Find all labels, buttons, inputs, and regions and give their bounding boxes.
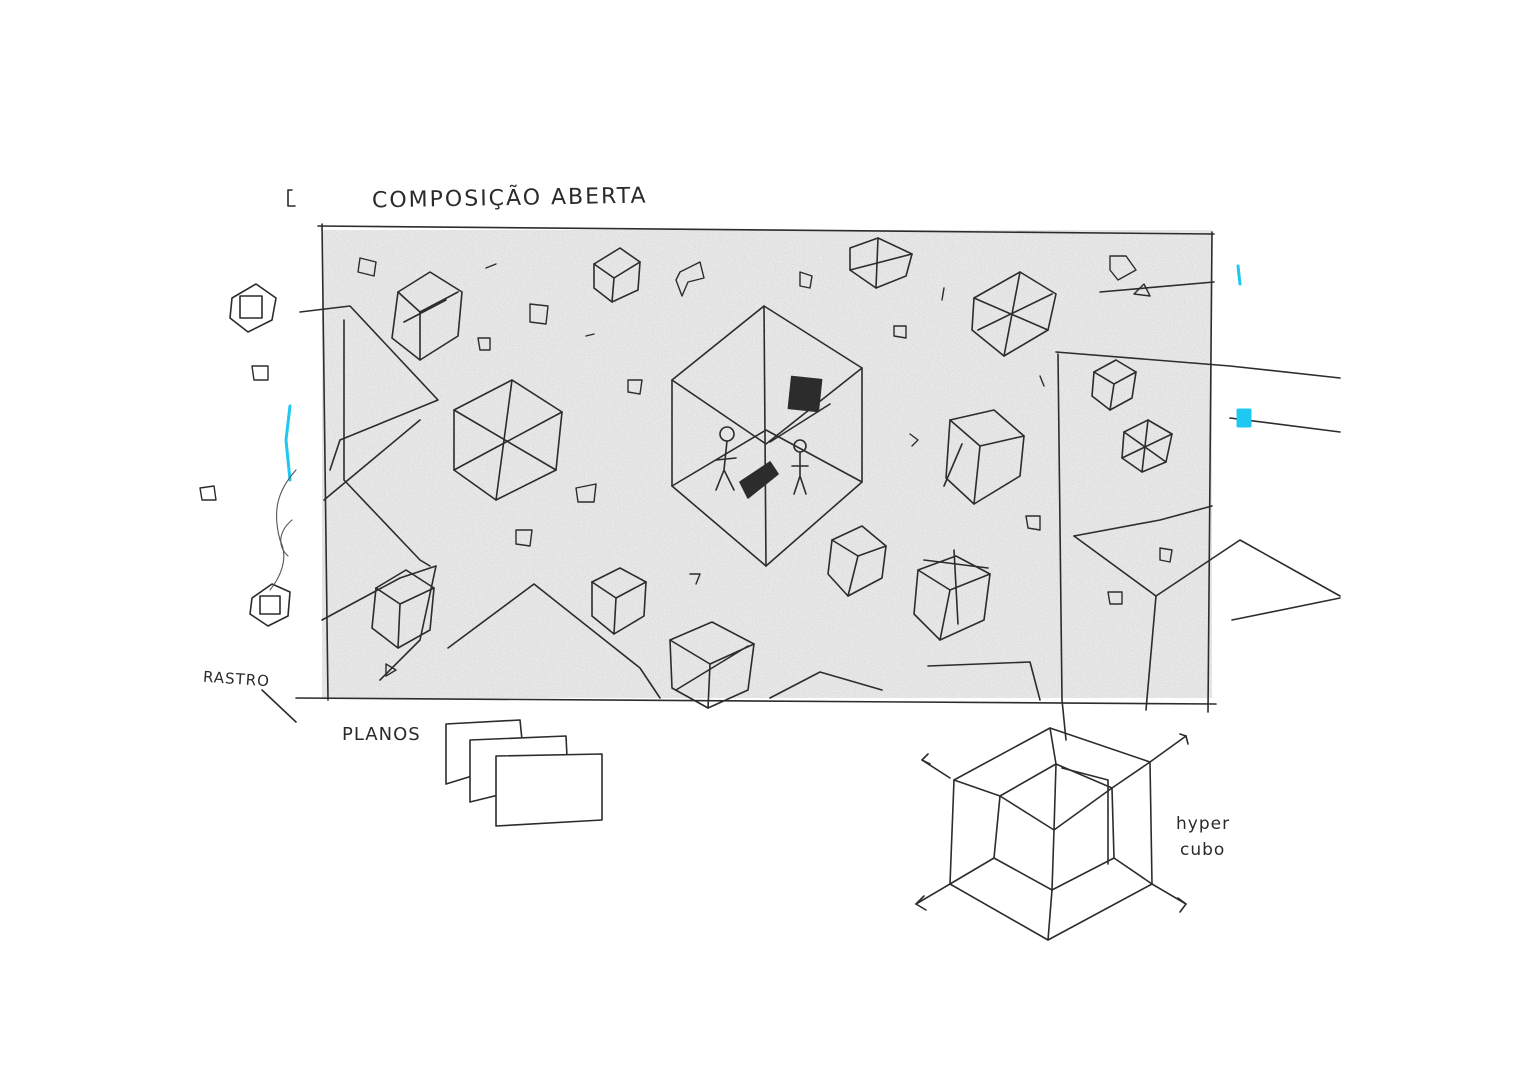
left-scribble	[269, 469, 297, 591]
left-plane	[299, 305, 439, 681]
cube-d	[849, 237, 913, 289]
rastro-trail	[261, 689, 297, 723]
cube-out-left-2	[249, 583, 291, 627]
sketch-title: COMPOSIÇÃO ABERTA	[371, 183, 648, 214]
corner-mark	[287, 189, 296, 207]
cube-h	[913, 549, 991, 641]
cube-f	[943, 409, 1025, 505]
cube-right-2	[1121, 419, 1173, 473]
planos-sheets	[445, 719, 603, 827]
bottom-planes	[447, 583, 1041, 701]
scatter-marks	[199, 255, 1173, 677]
cyan-accents	[284, 264, 1252, 482]
main-frame	[295, 223, 1217, 713]
cube-k	[371, 569, 435, 649]
label-cubo: cubo	[1180, 840, 1226, 860]
cube-right-1	[1091, 359, 1137, 411]
cube-out-left-1	[229, 283, 277, 333]
hypercube	[915, 727, 1189, 941]
cube-j	[669, 621, 755, 709]
cube-i	[591, 567, 647, 635]
cube-b	[453, 379, 563, 501]
label-hyper: hyper	[1176, 814, 1231, 834]
cube-e	[971, 271, 1057, 357]
cube-a	[391, 271, 463, 361]
right-plane	[1055, 281, 1341, 741]
cube-g	[827, 525, 887, 597]
cube-c	[593, 247, 641, 303]
central-cube	[671, 305, 863, 567]
label-planos: PLANOS	[342, 724, 421, 745]
